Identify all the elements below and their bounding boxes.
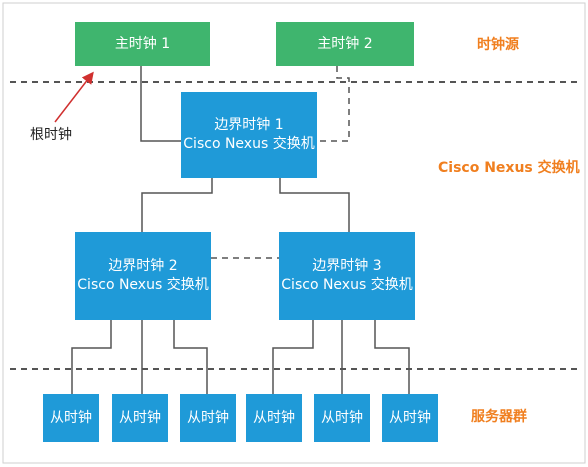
- zone-label-clock-source: 时钟源: [477, 37, 519, 53]
- link-b3-slave6: [374, 320, 410, 394]
- slave-clock-2: 从时钟: [112, 394, 168, 442]
- slave-clock-5: 从时钟: [314, 394, 370, 442]
- slave-clock-1-label: 从时钟: [50, 409, 92, 426]
- master-clock-1-label: 主时钟 1: [114, 35, 171, 52]
- slave-clock-4: 从时钟: [246, 394, 302, 442]
- boundary-clock-1: 边界时钟 1 Cisco Nexus 交换机: [181, 92, 317, 178]
- slave-clock-1: 从时钟: [43, 394, 99, 442]
- link-b2-slave3: [173, 320, 208, 394]
- slave-clock-5-label: 从时钟: [321, 409, 363, 426]
- boundary-clock-3-title: 边界时钟 3: [312, 258, 382, 275]
- zone-label-server-group: 服务器群: [471, 409, 527, 425]
- link-master2-boundary1: [317, 66, 350, 142]
- boundary-clock-2-title: 边界时钟 2: [108, 258, 178, 275]
- link-master1-boundary1: [140, 66, 181, 142]
- root-clock-label: 根时钟: [30, 127, 72, 143]
- boundary-clock-2-subtitle: Cisco Nexus 交换机: [77, 277, 209, 293]
- link-b2-slave1: [71, 320, 112, 394]
- boundary-clock-3-subtitle: Cisco Nexus 交换机: [281, 277, 413, 293]
- slave-clock-3-label: 从时钟: [187, 409, 229, 426]
- boundary-clock-3: 边界时钟 3 Cisco Nexus 交换机: [279, 232, 415, 320]
- slave-clock-6-label: 从时钟: [389, 409, 431, 426]
- master-clock-2: 主时钟 2: [276, 22, 414, 66]
- boundary-clock-1-subtitle: Cisco Nexus 交换机: [183, 136, 315, 152]
- link-b3-slave4: [272, 320, 314, 394]
- slave-clock-6: 从时钟: [382, 394, 438, 442]
- link-boundary1-boundary3: [279, 178, 350, 232]
- master-clock-2-label: 主时钟 2: [317, 35, 373, 52]
- root-clock-arrow-icon: [54, 71, 94, 123]
- boundary-clock-2: 边界时钟 2 Cisco Nexus 交换机: [75, 232, 211, 320]
- boundary-clock-1-title: 边界时钟 1: [214, 117, 284, 134]
- link-boundary1-boundary2: [141, 178, 213, 232]
- slave-clock-3: 从时钟: [180, 394, 236, 442]
- zone-label-switches: Cisco Nexus 交换机: [438, 160, 580, 176]
- master-clock-1: 主时钟 1: [75, 22, 210, 66]
- slave-clock-4-label: 从时钟: [253, 409, 295, 426]
- slave-clock-2-label: 从时钟: [119, 409, 161, 426]
